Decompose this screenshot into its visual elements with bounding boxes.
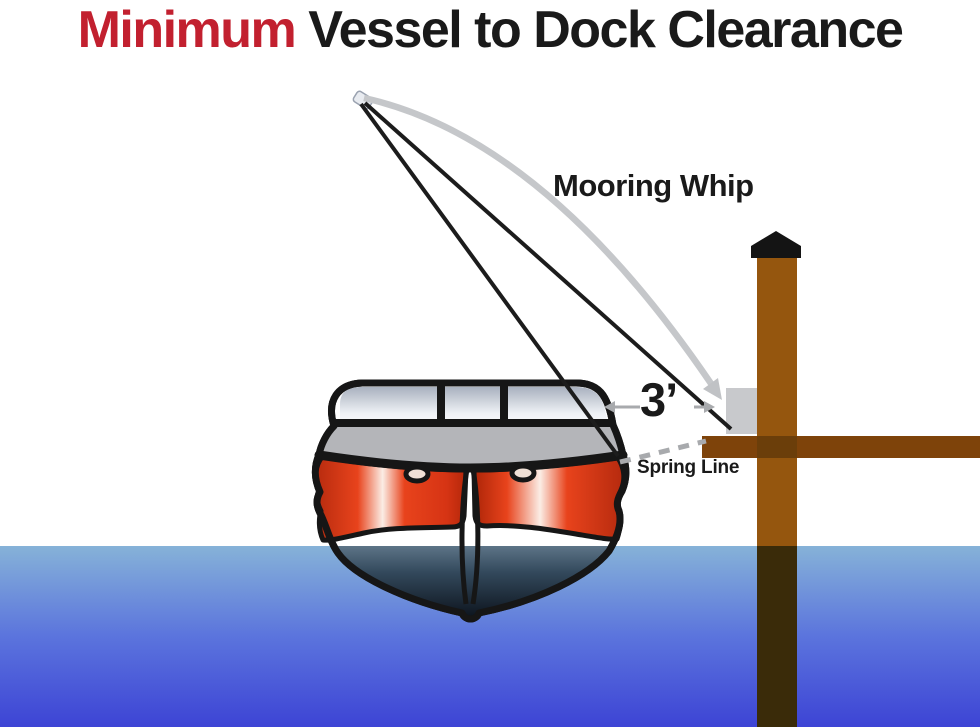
boat-deck xyxy=(321,427,622,467)
windshield-divider xyxy=(500,386,508,421)
dock-piling xyxy=(757,257,797,546)
clearance-arrow-right-icon xyxy=(704,401,715,413)
title-highlight: Minimum xyxy=(77,1,297,59)
dock-beam xyxy=(702,436,980,458)
bow-stem-line xyxy=(459,468,470,605)
boat-outline-restroke xyxy=(311,379,630,623)
whip-line-to-dock xyxy=(363,101,733,431)
boat-hull-underwater xyxy=(331,546,611,619)
hull-top-line xyxy=(314,450,628,473)
title-rest: Vessel to Dock Clearance xyxy=(308,1,904,59)
dock-piling-underwater xyxy=(757,546,797,727)
hull-vent-right xyxy=(509,463,537,483)
clearance-dimension-arrows xyxy=(604,401,715,413)
boat-windshield xyxy=(340,387,607,419)
whip-pole-arrowhead-icon xyxy=(703,378,722,400)
windshield-divider xyxy=(437,386,445,421)
mooring-whip-pole xyxy=(363,94,717,390)
boat xyxy=(311,379,630,623)
piling-cap xyxy=(751,231,801,258)
dock-joint-shade xyxy=(757,436,797,458)
whip-line-to-boat xyxy=(359,102,620,458)
bow-stem-line xyxy=(470,468,481,605)
clearance-distance-label: 3’ xyxy=(640,373,678,426)
whip-base-bracket xyxy=(726,388,757,434)
clearance-arrow-left-icon xyxy=(604,401,615,413)
spring-line-dashed xyxy=(619,438,707,465)
spring-line-label: Spring Line xyxy=(637,457,740,478)
hull-vent-left xyxy=(403,464,431,484)
mooring-whip-label: Mooring Whip xyxy=(553,168,754,203)
